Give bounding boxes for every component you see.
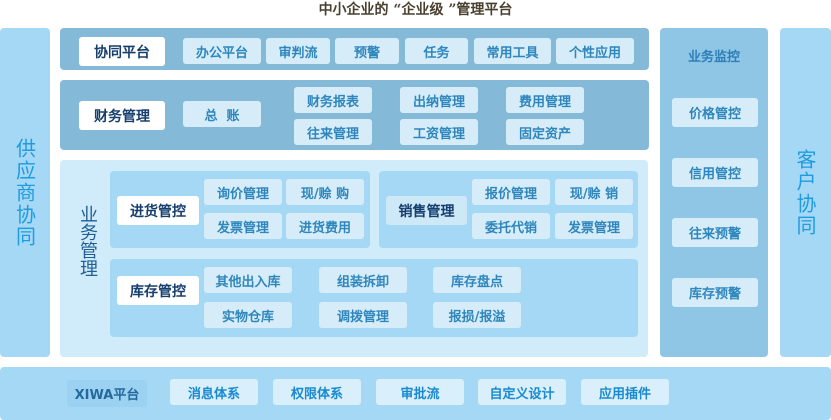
collab-item[interactable]: 办公平台	[183, 38, 261, 64]
monitor-column	[660, 28, 768, 357]
sales-item[interactable]: 现/赊 销	[555, 179, 633, 205]
purchase-item[interactable]: 现/赊 购	[286, 179, 364, 205]
inventory-item[interactable]: 报损/报溢	[433, 302, 521, 328]
platform-header[interactable]: XIWA平台	[67, 380, 147, 407]
sales-item[interactable]: 报价管理	[472, 179, 550, 205]
monitor-item[interactable]: 信用管控	[672, 158, 758, 187]
collab-item[interactable]: 审判流	[266, 38, 330, 64]
supplier-collab-label: 供应商协同	[12, 137, 37, 248]
finance-item[interactable]: 总 账	[183, 101, 261, 127]
purchase-item[interactable]: 询价管理	[204, 179, 282, 205]
inventory-item[interactable]: 库存盘点	[433, 267, 521, 293]
inventory-item[interactable]: 调拨管理	[319, 302, 407, 328]
collab-platform-header[interactable]: 协同平台	[79, 37, 165, 66]
inventory-header[interactable]: 库存管控	[117, 276, 199, 305]
monitor-header: 业务监控	[687, 49, 740, 65]
platform-item[interactable]: 应用插件	[581, 379, 669, 405]
platform-item[interactable]: 消息体系	[170, 379, 258, 405]
purchase-header[interactable]: 进货管控	[117, 196, 199, 225]
inventory-item[interactable]: 组装拆卸	[319, 267, 407, 293]
sales-item[interactable]: 委托代销	[472, 213, 550, 239]
diagram-title: 中小企业的 “企业级 ”管理平台	[318, 2, 513, 18]
collab-item[interactable]: 预警	[335, 38, 399, 64]
platform-item[interactable]: 审批流	[376, 379, 464, 405]
finance-header[interactable]: 财务管理	[79, 101, 165, 130]
finance-item[interactable]: 固定资产	[506, 119, 584, 145]
monitor-item[interactable]: 往来预警	[672, 218, 758, 247]
monitor-item[interactable]: 价格管控	[672, 98, 758, 127]
collab-item[interactable]: 任务	[405, 38, 468, 64]
sales-header[interactable]: 销售管理	[386, 196, 467, 225]
finance-item[interactable]: 往来管理	[294, 119, 372, 145]
customer-collab-label: 客户协同	[793, 148, 817, 237]
inventory-item[interactable]: 实物仓库	[204, 302, 292, 328]
customer-collab-column: 客户协同	[780, 28, 831, 357]
platform-item[interactable]: 自定义设计	[478, 379, 566, 405]
finance-item[interactable]: 工资管理	[400, 119, 478, 145]
purchase-item[interactable]: 发票管理	[204, 213, 282, 239]
finance-item[interactable]: 财务报表	[294, 87, 372, 113]
business-mgmt-label-wrap: 业务管理	[74, 205, 100, 295]
inventory-item[interactable]: 其他出入库	[204, 267, 292, 293]
finance-item[interactable]: 出纳管理	[400, 87, 478, 113]
collab-item[interactable]: 个性应用	[556, 38, 634, 64]
monitor-item[interactable]: 库存预警	[672, 278, 758, 307]
purchase-item[interactable]: 进货费用	[286, 213, 364, 239]
business-mgmt-label: 业务管理	[77, 205, 98, 277]
supplier-collab-column: 供应商协同	[0, 28, 50, 357]
collab-item[interactable]: 常用工具	[474, 38, 551, 64]
sales-item[interactable]: 发票管理	[555, 213, 633, 239]
finance-item[interactable]: 费用管理	[506, 87, 584, 113]
platform-item[interactable]: 权限体系	[273, 379, 361, 405]
